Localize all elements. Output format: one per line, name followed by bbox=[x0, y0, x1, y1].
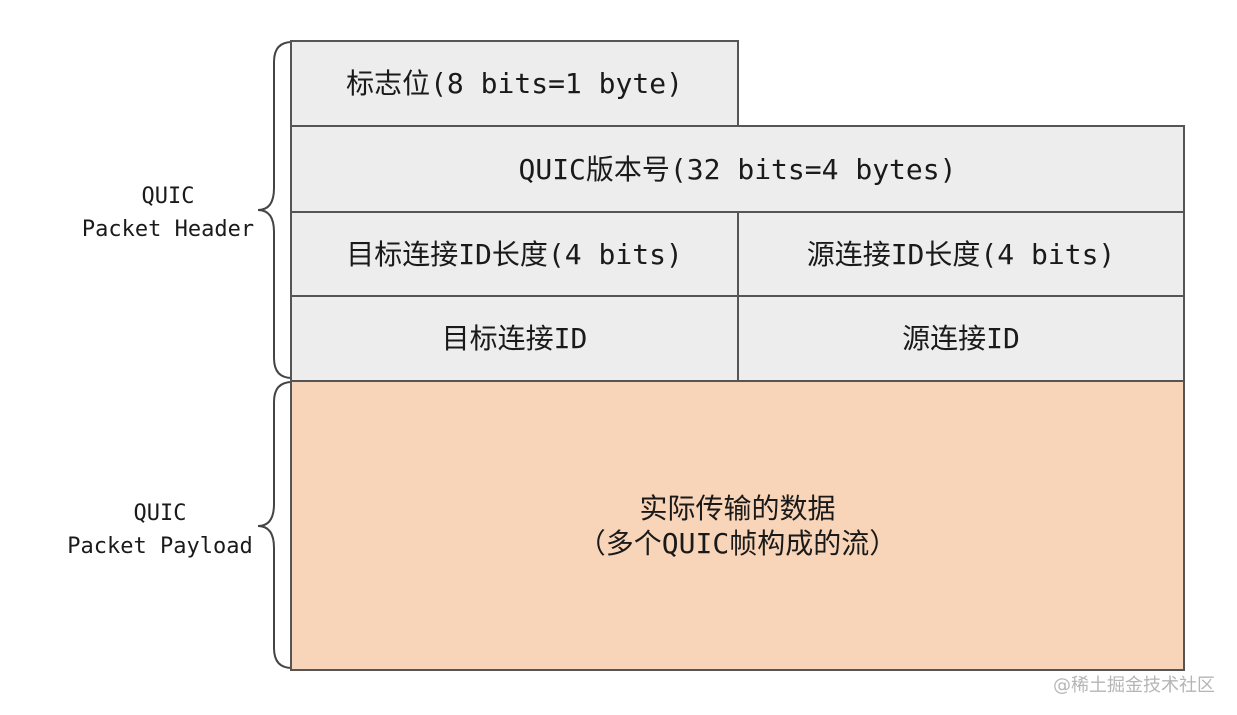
src-cid-field: 源连接ID bbox=[737, 295, 1185, 382]
dest-cid-length-field: 目标连接ID长度(4 bits) bbox=[290, 211, 739, 297]
payload-line2: （多个QUIC帧构成的流） bbox=[577, 526, 898, 560]
payload-label-line1: QUIC bbox=[133, 501, 187, 526]
payload-field: 实际传输的数据 （多个QUIC帧构成的流） bbox=[290, 380, 1185, 671]
header-label: QUIC Packet Header bbox=[58, 180, 278, 246]
payload-line1: 实际传输的数据 bbox=[639, 491, 836, 525]
payload-brace bbox=[257, 381, 293, 669]
header-brace bbox=[257, 41, 293, 379]
flags-field: 标志位(8 bits=1 byte) bbox=[290, 40, 739, 127]
header-label-line1: QUIC bbox=[141, 184, 195, 209]
payload-label-line2: Packet Payload bbox=[67, 534, 253, 559]
watermark: @稀土掘金技术社区 bbox=[1053, 675, 1215, 696]
header-label-line2: Packet Header bbox=[81, 217, 255, 242]
payload-label: QUIC Packet Payload bbox=[50, 497, 270, 563]
src-cid-length-field: 源连接ID长度(4 bits) bbox=[737, 211, 1185, 297]
version-field: QUIC版本号(32 bits=4 bytes) bbox=[290, 125, 1185, 213]
dest-cid-field: 目标连接ID bbox=[290, 295, 739, 382]
